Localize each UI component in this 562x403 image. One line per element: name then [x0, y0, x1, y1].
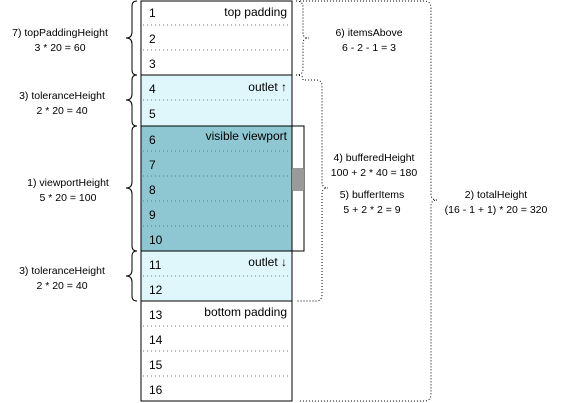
top-padding-height-formula: 3 * 20 = 60 — [34, 42, 85, 54]
total-height-formula: (16 - 1 + 1) * 20 = 320 — [445, 204, 548, 216]
annotation-items-above: 6) itemsAbove 6 - 2 - 1 = 3 — [335, 27, 402, 54]
buffer-items-title: 5) bufferItems — [340, 189, 405, 201]
row-numbers: 1 2 3 4 5 6 7 8 9 10 11 12 13 14 15 16 — [149, 6, 163, 397]
tolerance-height-top-formula: 2 * 20 = 40 — [36, 105, 87, 117]
items-above-formula: 6 - 2 - 1 = 3 — [342, 42, 396, 54]
brace-total-height — [300, 0, 438, 402]
annotation-tolerance-height-bottom: 3) toleranceHeight 2 * 20 = 40 — [19, 265, 105, 292]
visible-viewport-label: visible viewport — [206, 129, 288, 143]
annotation-total-height: 2) totalHeight (16 - 1 + 1) * 20 = 320 — [445, 189, 548, 216]
buffered-height-formula: 100 + 2 * 40 = 180 — [331, 167, 418, 179]
row-number-1: 1 — [149, 6, 156, 20]
outlet-top-region — [141, 75, 292, 126]
brace-top-padding — [125, 0, 138, 76]
total-height-title: 2) totalHeight — [465, 189, 528, 201]
tolerance-height-bottom-formula: 2 * 20 = 40 — [36, 280, 87, 292]
buffer-items-formula: 5 + 2 * 2 = 9 — [343, 204, 400, 216]
outlet-up-label: outlet ↑ — [248, 80, 287, 94]
items-above-title: 6) itemsAbove — [335, 27, 402, 39]
brace-tolerance-top — [125, 74, 138, 127]
viewport-height-title: 1) viewportHeight — [27, 177, 109, 189]
row-number-3: 3 — [149, 57, 156, 71]
top-padding-label: top padding — [224, 5, 287, 19]
row-number-4: 4 — [149, 82, 156, 96]
annotation-viewport-height: 1) viewportHeight 5 * 20 = 100 — [27, 177, 109, 204]
brace-buffered-height — [295, 74, 329, 302]
row-separators — [143, 24, 290, 377]
brace-tolerance-bottom — [125, 250, 138, 302]
annotation-buffered-height: 4) bufferedHeight 100 + 2 * 40 = 180 — [331, 152, 418, 179]
tolerance-height-top-title: 3) toleranceHeight — [19, 90, 105, 102]
outlet-bottom-region — [141, 251, 292, 301]
visible-viewport-region — [141, 126, 292, 251]
row-number-8: 8 — [149, 183, 156, 197]
row-number-10: 10 — [149, 233, 163, 247]
row-number-13: 13 — [149, 308, 163, 322]
annotation-top-padding-height: 7) topPaddingHeight 3 * 20 = 60 — [12, 27, 108, 54]
bottom-padding-label: bottom padding — [204, 305, 287, 319]
row-number-15: 15 — [149, 358, 163, 372]
row-number-16: 16 — [149, 383, 163, 397]
row-number-6: 6 — [149, 133, 156, 147]
annotation-buffer-items: 5) bufferItems 5 + 2 * 2 = 9 — [340, 189, 405, 216]
row-number-11: 11 — [149, 258, 162, 272]
outlet-down-label: outlet ↓ — [248, 255, 287, 269]
row-number-12: 12 — [149, 283, 163, 297]
viewport-height-formula: 5 * 20 = 100 — [40, 192, 97, 204]
buffered-height-title: 4) bufferedHeight — [334, 152, 415, 164]
row-number-5: 5 — [149, 107, 156, 121]
top-padding-height-title: 7) topPaddingHeight — [12, 27, 108, 39]
row-number-9: 9 — [149, 208, 156, 222]
row-number-2: 2 — [149, 32, 156, 46]
row-number-14: 14 — [149, 333, 163, 347]
list-container — [140, 0, 293, 402]
brace-items-above — [295, 0, 310, 76]
tolerance-height-bottom-title: 3) toleranceHeight — [19, 265, 105, 277]
annotation-tolerance-height-top: 3) toleranceHeight 2 * 20 = 40 — [19, 90, 105, 117]
section-separators — [141, 74, 292, 302]
row-number-7: 7 — [149, 158, 156, 172]
brace-viewport — [125, 125, 138, 252]
scrollbar-thumb[interactable] — [292, 168, 304, 191]
